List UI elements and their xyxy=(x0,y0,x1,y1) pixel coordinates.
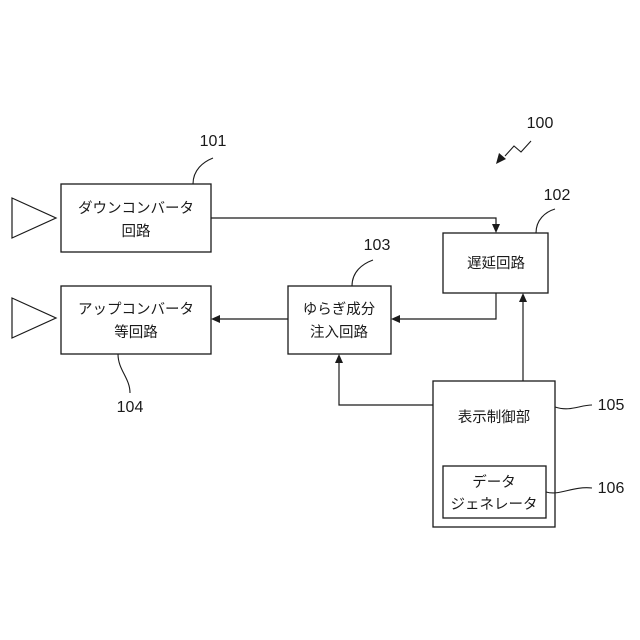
wire-down-to-delay xyxy=(211,218,496,226)
wire-delay-to-fluctuation xyxy=(398,293,496,319)
delay-leader xyxy=(536,209,555,233)
fluctuation-label-line2: 注入回路 xyxy=(310,324,368,341)
data-generator-ref: 106 xyxy=(598,480,625,497)
down-converter-block: ダウンコンバータ 回路 xyxy=(61,184,211,252)
delay-label: 遅延回路 xyxy=(467,255,525,272)
up-converter-leader xyxy=(118,354,130,393)
figure-ref-label: 100 xyxy=(527,115,554,132)
up-converter-label-line1: アップコンバータ xyxy=(78,301,194,318)
data-generator-label-line2: ジェネレータ xyxy=(451,496,538,513)
arrowhead-control-into-fluctuation xyxy=(335,354,343,363)
up-converter-label-line2: 等回路 xyxy=(114,323,158,341)
down-converter-ref: 101 xyxy=(200,133,227,150)
arrowhead-into-up-converter xyxy=(211,315,220,323)
fluctuation-leader xyxy=(352,260,373,286)
down-converter-label-line1: ダウンコンバータ xyxy=(78,200,194,217)
display-control-label: 表示制御部 xyxy=(458,409,531,426)
fluctuation-ref: 103 xyxy=(364,237,391,254)
down-converter-label-line2: 回路 xyxy=(122,223,151,240)
figure-ref-arrowhead xyxy=(496,153,506,164)
fluctuation-injection-block: ゆらぎ成分 注入回路 xyxy=(288,286,391,354)
input-antenna-triangle xyxy=(12,198,56,238)
display-control-ref: 105 xyxy=(598,397,625,414)
up-converter-block: アップコンバータ 等回路 xyxy=(61,286,211,354)
data-generator-label-line1: データ xyxy=(472,473,516,491)
data-generator-block: データ ジェネレータ xyxy=(443,466,546,518)
delay-ref: 102 xyxy=(544,187,571,204)
wire-control-to-fluctuation xyxy=(339,361,433,405)
arrowhead-into-fluctuation xyxy=(391,315,400,323)
arrowhead-into-delay xyxy=(492,224,500,233)
delay-block: 遅延回路 xyxy=(443,233,548,293)
down-converter-leader xyxy=(193,158,213,184)
display-control-leader xyxy=(555,405,592,409)
up-converter-ref: 104 xyxy=(117,399,144,416)
output-antenna-triangle xyxy=(12,298,56,338)
arrowhead-control-into-delay xyxy=(519,293,527,302)
fluctuation-label-line1: ゆらぎ成分 xyxy=(303,301,376,318)
figure-ref-zigzag xyxy=(505,141,531,156)
